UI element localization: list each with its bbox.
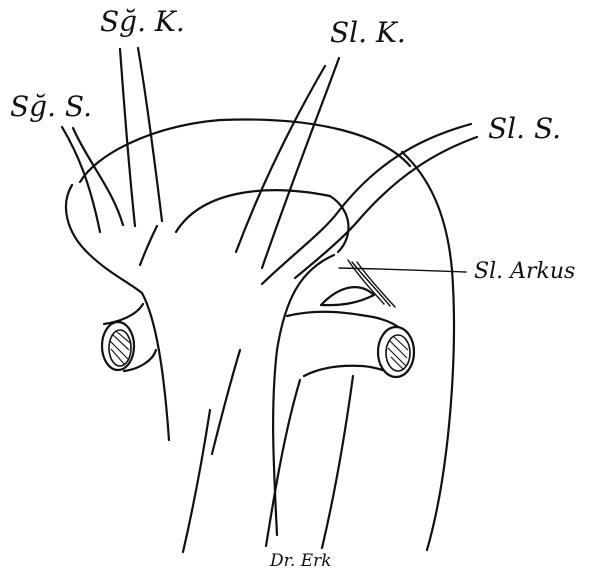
left-top-vessel-a	[120, 49, 135, 226]
left-top-k-label: Sğ. K.	[100, 5, 185, 38]
lower-vessel-right	[212, 350, 240, 454]
right-horizontal-vessel-upper	[287, 312, 404, 331]
left-body-outline	[66, 185, 169, 440]
lower-vessel-left	[183, 410, 210, 552]
left-body-inner	[140, 226, 157, 265]
descending-vessel-left-wall	[273, 255, 334, 535]
left-vessel-cross-section-inner	[109, 330, 131, 366]
right-top-vessel-a	[236, 66, 325, 252]
lower-vessel-extension-2	[322, 376, 353, 548]
left-top-vessel-b	[138, 48, 162, 221]
arch-small-loop	[321, 287, 374, 305]
arch-fibrous-strands	[348, 260, 395, 307]
right-side-s-label: Sl. S.	[488, 112, 561, 145]
arch-label: Sl. Arkus	[474, 259, 575, 284]
left-arch-inner	[176, 190, 348, 252]
right-side-vessel-a	[262, 124, 471, 284]
lower-vessel-extension	[266, 380, 300, 546]
right-top-k-label: Sl. K.	[330, 16, 406, 49]
left-side-s-label: Sğ. S.	[10, 90, 92, 123]
artist-signature: Dr. Erk	[269, 551, 332, 571]
left-side-vessel-2	[73, 128, 123, 225]
left-horizontal-vessel-upper	[104, 304, 143, 324]
